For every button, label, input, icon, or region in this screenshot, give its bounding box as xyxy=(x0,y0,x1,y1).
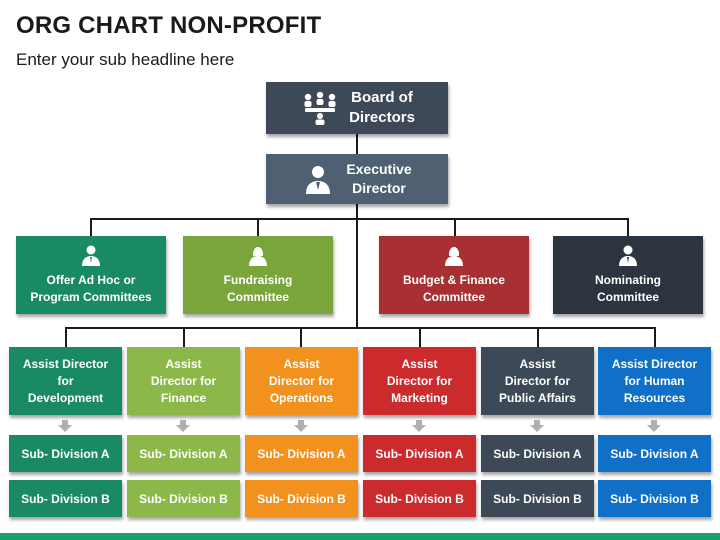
connector-committee-4 xyxy=(627,218,629,236)
connector-exec-trunk xyxy=(356,204,358,328)
down-arrow-icon xyxy=(176,420,190,432)
assist-label-line1: Assist xyxy=(283,356,320,371)
connector-assist-bar xyxy=(65,327,655,329)
executive-director-box[interactable]: Executive Director xyxy=(266,154,448,204)
assist-label-line3: Public Affairs xyxy=(499,390,576,405)
connector-assist-5 xyxy=(537,327,539,347)
connector-assist-4 xyxy=(419,327,421,347)
down-arrow-icon xyxy=(58,420,72,432)
committee-label-line1: Budget & Finance xyxy=(402,273,505,287)
connector-assist-2 xyxy=(183,327,185,347)
assist-label-line1: Assist xyxy=(165,356,202,371)
subdivision-a-box[interactable]: Sub- Division A xyxy=(481,435,594,472)
person-icon xyxy=(82,245,100,266)
assist-label-line3: Operations xyxy=(269,390,334,405)
subdivision-a-box[interactable]: Sub- Division A xyxy=(363,435,476,472)
assist-label-line3: Resources xyxy=(623,390,686,405)
assist-label-line2: Director for xyxy=(386,373,453,388)
assist-label-line3: Development xyxy=(27,390,104,405)
down-arrow-icon xyxy=(294,420,308,432)
connector-committee-1 xyxy=(90,218,92,236)
assist-director-marketing-box[interactable]: Assist Director for Marketing xyxy=(363,347,476,415)
assist-director-finance-box[interactable]: Assist Director for Finance xyxy=(127,347,240,415)
person-female-icon xyxy=(445,247,463,266)
down-arrow-icon xyxy=(647,420,661,432)
subdivision-b-box[interactable]: Sub- Division B xyxy=(127,480,240,517)
board-meeting-icon xyxy=(304,91,336,125)
committee-label-line2: Program Committees xyxy=(30,290,152,304)
down-arrow-icon xyxy=(530,420,544,432)
assist-label-line1: Assist Director xyxy=(22,356,109,371)
connector-committee-bar xyxy=(90,218,629,220)
board-label-line1: Board of xyxy=(351,89,413,106)
assist-label-line2: for xyxy=(57,373,74,388)
assist-director-human-resources-box[interactable]: Assist Director for Human Resources xyxy=(598,347,711,415)
subdivision-b-box[interactable]: Sub- Division B xyxy=(363,480,476,517)
committee-label-line2: Committee xyxy=(422,290,485,304)
subdivision-a-box[interactable]: Sub- Division A xyxy=(598,435,711,472)
assist-label-line1: Assist Director xyxy=(611,356,698,371)
committee-box-budget-finance[interactable]: Budget & Finance Committee xyxy=(379,236,529,314)
connector-committee-3 xyxy=(454,218,456,236)
down-arrow-icon xyxy=(412,420,426,432)
subdivision-b-box[interactable]: Sub- Division B xyxy=(9,480,122,517)
executive-person-icon xyxy=(306,166,331,194)
board-of-directors-box[interactable]: Board of Directors xyxy=(266,82,448,134)
subdivision-b-box[interactable]: Sub- Division B xyxy=(481,480,594,517)
committee-box-fundraising[interactable]: Fundraising Committee xyxy=(183,236,333,314)
executive-label-line1: Executive xyxy=(346,161,412,177)
person-female-icon xyxy=(249,247,267,266)
assist-label-line1: Assist xyxy=(519,356,556,371)
assist-label-line2: for Human xyxy=(624,373,685,388)
committee-label-line2: Committee xyxy=(226,290,289,304)
assist-label-line2: Director for xyxy=(504,373,571,388)
connector-board-exec xyxy=(356,134,358,154)
subdivision-a-box[interactable]: Sub- Division A xyxy=(127,435,240,472)
committee-box-ad-hoc[interactable]: Offer Ad Hoc or Program Committees xyxy=(16,236,166,314)
committee-label-line1: Nominating xyxy=(595,273,661,287)
connector-assist-1 xyxy=(65,327,67,347)
board-label-line2: Directors xyxy=(349,109,415,126)
committee-label-line1: Fundraising xyxy=(223,273,293,287)
assist-director-operations-box[interactable]: Assist Director for Operations xyxy=(245,347,358,415)
footer-accent-bar xyxy=(0,533,720,540)
assist-director-public-affairs-box[interactable]: Assist Director for Public Affairs xyxy=(481,347,594,415)
subdivision-b-box[interactable]: Sub- Division B xyxy=(598,480,711,517)
assist-label-line3: Marketing xyxy=(391,390,448,405)
person-icon xyxy=(619,245,637,266)
subdivision-b-box[interactable]: Sub- Division B xyxy=(245,480,358,517)
executive-label-line2: Director xyxy=(352,180,406,196)
assist-label-line2: Director for xyxy=(268,373,335,388)
connector-assist-6 xyxy=(654,327,656,347)
assist-label-line3: Finance xyxy=(160,390,207,405)
committee-box-nominating[interactable]: Nominating Committee xyxy=(553,236,703,314)
committee-label-line2: Committee xyxy=(596,290,659,304)
page-title: ORG CHART NON-PROFIT xyxy=(16,12,322,39)
assist-label-line1: Assist xyxy=(401,356,438,371)
page-subtitle: Enter your sub headline here xyxy=(16,50,235,69)
subdivision-a-box[interactable]: Sub- Division A xyxy=(9,435,122,472)
connector-committee-2 xyxy=(257,218,259,236)
connector-assist-3 xyxy=(300,327,302,347)
committee-label-line1: Offer Ad Hoc or xyxy=(46,273,136,287)
assist-director-development-box[interactable]: Assist Director for Development xyxy=(9,347,122,415)
assist-label-line2: Director for xyxy=(150,373,217,388)
subdivision-a-box[interactable]: Sub- Division A xyxy=(245,435,358,472)
